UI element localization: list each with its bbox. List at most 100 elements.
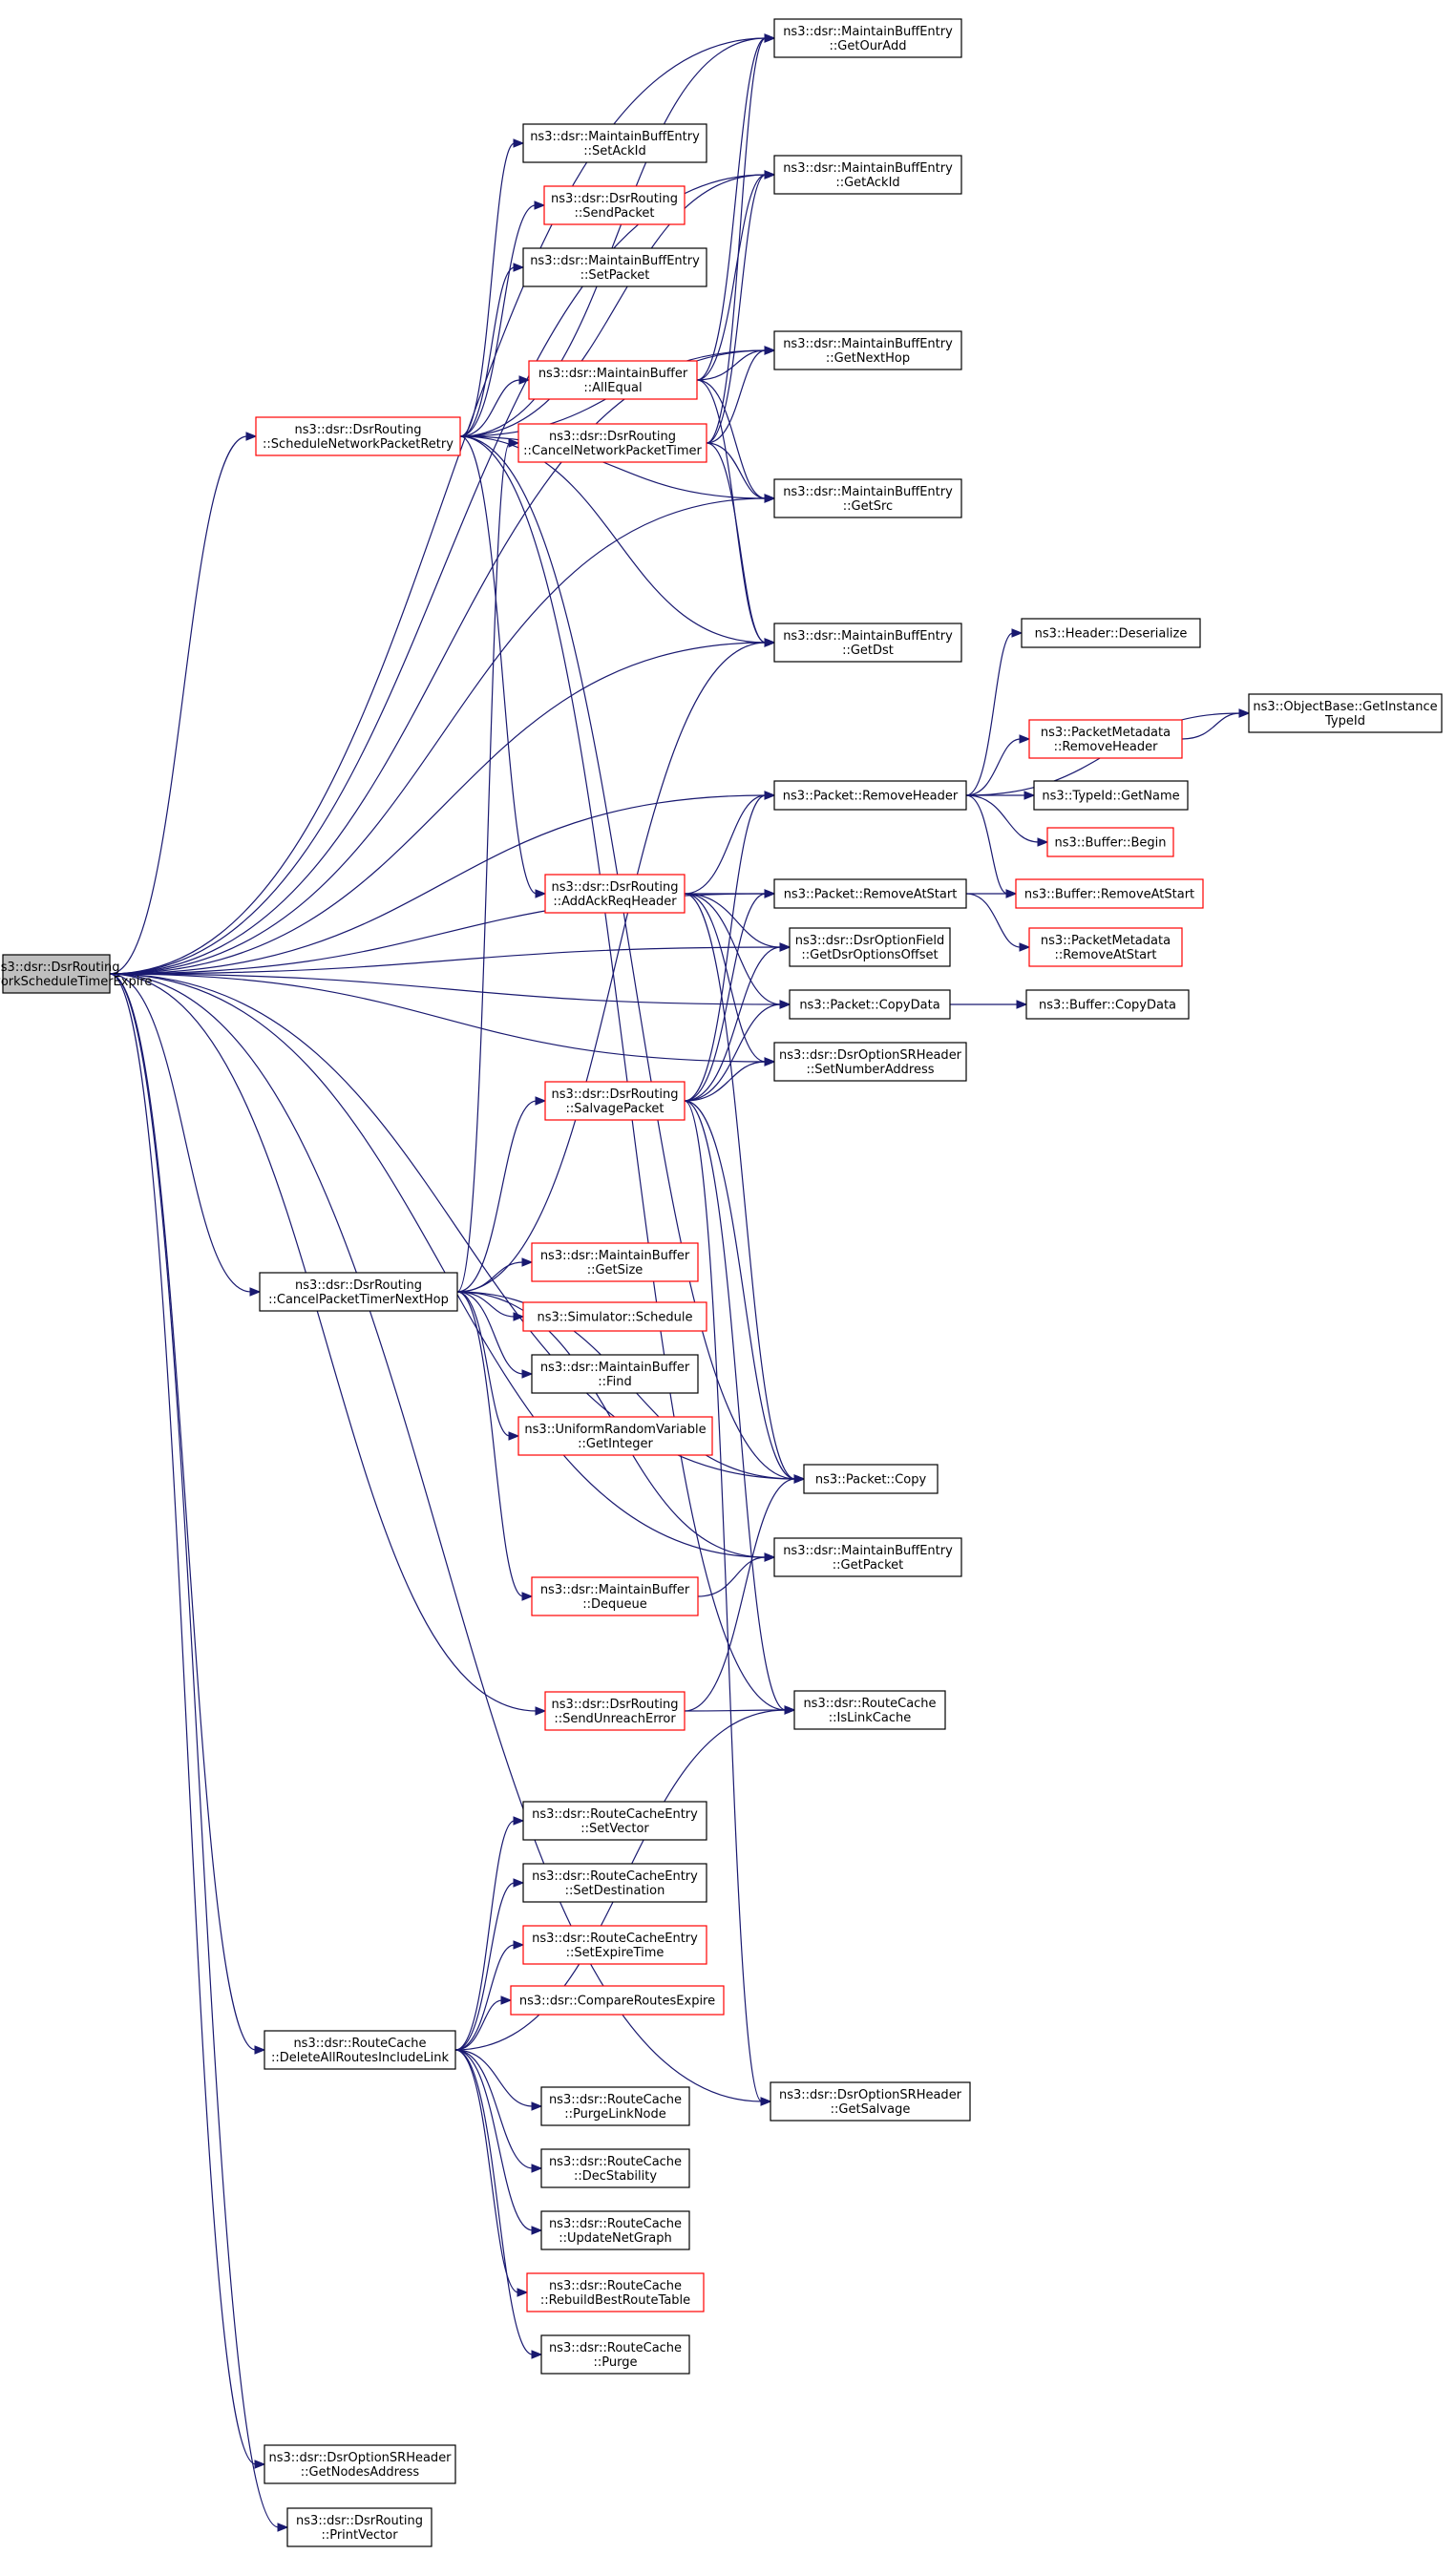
node-removeatstart[interactable]: ns3::Packet::RemoveAtStart [773,878,967,909]
node-box-getpacket[interactable] [773,1537,962,1577]
node-box-pmremoveatstart[interactable] [1028,927,1183,967]
node-snpr[interactable]: ns3::dsr::DsrRouting::ScheduleNetworkPac… [255,416,461,456]
node-urvgetint[interactable]: ns3::UniformRandomVariable::GetInteger [517,1416,713,1456]
node-bufremoveatstart[interactable]: ns3::Buffer::RemoveAtStart [1015,878,1204,909]
node-salvage[interactable]: ns3::dsr::DsrRouting::SalvagePacket [544,1081,686,1121]
node-getpacket[interactable]: ns3::dsr::MaintainBuffEntry::GetPacket [773,1537,962,1577]
node-setpacket[interactable]: ns3::dsr::MaintainBuffEntry::SetPacket [522,247,707,287]
node-dequeue[interactable]: ns3::dsr::MaintainBuffer::Dequeue [531,1576,699,1616]
node-rcesetvector[interactable]: ns3::dsr::RouteCacheEntry::SetVector [522,1801,707,1841]
node-copydata[interactable]: ns3::Packet::CopyData [789,989,951,1020]
node-box-mbgetsize[interactable] [531,1242,699,1282]
node-rcesetdest[interactable]: ns3::dsr::RouteCacheEntry::SetDestinatio… [522,1863,707,1903]
node-box-rebuildbest[interactable] [526,2272,705,2312]
node-box-rcesetdest[interactable] [522,1863,707,1903]
node-box-islinkcache[interactable] [793,1690,946,1730]
node-box-setnumaddr[interactable] [773,1042,967,1082]
node-box-pktcopy[interactable] [803,1464,939,1494]
node-purge[interactable]: ns3::dsr::RouteCache::Purge [540,2334,690,2375]
node-getackid[interactable]: ns3::dsr::MaintainBuffEntry::GetAckId [773,155,962,195]
node-delallroutes[interactable]: ns3::dsr::RouteCache::DeleteAllRoutesInc… [264,2030,456,2070]
node-getnodesaddr[interactable]: ns3::dsr::DsrOptionSRHeader::GetNodesAdd… [264,2444,456,2484]
node-decstability[interactable]: ns3::dsr::RouteCache::DecStability [540,2148,690,2188]
node-getsrc[interactable]: ns3::dsr::MaintainBuffEntry::GetSrc [773,478,962,518]
node-box-removeheader[interactable] [773,780,967,811]
node-box-bufferbegin[interactable] [1046,827,1174,857]
node-setackid[interactable]: ns3::dsr::MaintainBuffEntry::SetAckId [522,123,707,163]
node-pktcopy[interactable]: ns3::Packet::Copy [803,1464,939,1494]
node-hdrdeser[interactable]: ns3::Header::Deserialize [1021,618,1201,648]
node-box-getsrc[interactable] [773,478,962,518]
node-getnexthop[interactable]: ns3::dsr::MaintainBuffEntry::GetNextHop [773,330,962,370]
node-rebuildbest[interactable]: ns3::dsr::RouteCache::RebuildBestRouteTa… [526,2272,705,2312]
node-box-sendpacket[interactable] [543,185,686,225]
node-box-sendunreach[interactable] [544,1691,686,1731]
node-box-purgelinknode[interactable] [540,2086,690,2126]
node-box-getdst[interactable] [773,623,962,663]
node-box-getouradd[interactable] [773,18,962,58]
node-allequal[interactable]: ns3::dsr::MaintainBuffer::AllEqual [528,360,698,400]
node-box-setpacket[interactable] [522,247,707,287]
node-box-getnodesaddr[interactable] [264,2444,456,2484]
node-box-printvector[interactable] [286,2507,433,2547]
node-islinkcache[interactable]: ns3::dsr::RouteCache::IsLinkCache [793,1690,946,1730]
node-sendpacket[interactable]: ns3::dsr::DsrRouting::SendPacket [543,185,686,225]
node-box-getinstancetypeid[interactable] [1248,693,1443,733]
node-box-bufcopydata[interactable] [1025,989,1190,1020]
node-box-getnexthop[interactable] [773,330,962,370]
node-box-cnpt[interactable] [517,423,707,463]
node-purgelinknode[interactable]: ns3::dsr::RouteCache::PurgeLinkNode [540,2086,690,2126]
node-box-pmremovehdr[interactable] [1028,719,1183,759]
node-mbgetsize[interactable]: ns3::dsr::MaintainBuffer::GetSize [531,1242,699,1282]
node-root[interactable]: ns3::dsr::DsrRouting::NetworkScheduleTim… [0,954,152,994]
node-box-allequal[interactable] [528,360,698,400]
node-box-copydata[interactable] [789,989,951,1020]
node-getsalvage[interactable]: ns3::dsr::DsrOptionSRHeader::GetSalvage [770,2081,971,2122]
node-cnpt[interactable]: ns3::dsr::DsrRouting::CancelNetworkPacke… [517,423,707,463]
node-getdst[interactable]: ns3::dsr::MaintainBuffEntry::GetDst [773,623,962,663]
node-box-delallroutes[interactable] [264,2030,456,2070]
node-box-rcesetvector[interactable] [522,1801,707,1841]
node-box-snpr[interactable] [255,416,461,456]
node-mbfind[interactable]: ns3::dsr::MaintainBuffer::Find [531,1354,699,1394]
node-box-schedule[interactable] [522,1301,707,1332]
node-addackreq[interactable]: ns3::dsr::DsrRouting::AddAckReqHeader [544,874,686,914]
node-box-removeatstart[interactable] [773,878,967,909]
node-bufferbegin[interactable]: ns3::Buffer::Begin [1046,827,1174,857]
node-typeidgetname[interactable]: ns3::TypeId::GetName [1033,780,1189,811]
node-getouradd[interactable]: ns3::dsr::MaintainBuffEntry::GetOurAdd [773,18,962,58]
node-bufcopydata[interactable]: ns3::Buffer::CopyData [1025,989,1190,1020]
node-box-setackid[interactable] [522,123,707,163]
node-box-purge[interactable] [540,2334,690,2375]
node-box-cptnh[interactable] [259,1272,458,1312]
node-box-dequeue[interactable] [531,1576,699,1616]
node-box-decstability[interactable] [540,2148,690,2188]
node-updatenetgraph[interactable]: ns3::dsr::RouteCache::UpdateNetGraph [540,2210,690,2250]
node-box-mbfind[interactable] [531,1354,699,1394]
node-box-typeidgetname[interactable] [1033,780,1189,811]
node-box-getdsroptoffset[interactable] [789,927,951,967]
node-box-salvage[interactable] [544,1081,686,1121]
node-compareroutes[interactable]: ns3::dsr::CompareRoutesExpire [510,1985,725,2016]
node-box-rcesetexpire[interactable] [522,1925,707,1965]
node-box-hdrdeser[interactable] [1021,618,1201,648]
node-box-getsalvage[interactable] [770,2081,971,2122]
node-pmremoveatstart[interactable]: ns3::PacketMetadata::RemoveAtStart [1028,927,1183,967]
node-cptnh[interactable]: ns3::dsr::DsrRouting::CancelPacketTimerN… [259,1272,458,1312]
node-box-getackid[interactable] [773,155,962,195]
node-box-bufremoveatstart[interactable] [1015,878,1204,909]
node-box-urvgetint[interactable] [517,1416,713,1456]
node-box-compareroutes[interactable] [510,1985,725,2016]
node-box-addackreq[interactable] [544,874,686,914]
node-setnumaddr[interactable]: ns3::dsr::DsrOptionSRHeader::SetNumberAd… [773,1042,967,1082]
node-box-updatenetgraph[interactable] [540,2210,690,2250]
node-printvector[interactable]: ns3::dsr::DsrRouting::PrintVector [286,2507,433,2547]
node-removeheader[interactable]: ns3::Packet::RemoveHeader [773,780,967,811]
node-sendunreach[interactable]: ns3::dsr::DsrRouting::SendUnreachError [544,1691,686,1731]
node-getdsroptoffset[interactable]: ns3::dsr::DsrOptionField::GetDsrOptionsO… [789,927,951,967]
node-rcesetexpire[interactable]: ns3::dsr::RouteCacheEntry::SetExpireTime [522,1925,707,1965]
node-box-root[interactable] [2,954,111,994]
node-schedule[interactable]: ns3::Simulator::Schedule [522,1301,707,1332]
node-pmremovehdr[interactable]: ns3::PacketMetadata::RemoveHeader [1028,719,1183,759]
